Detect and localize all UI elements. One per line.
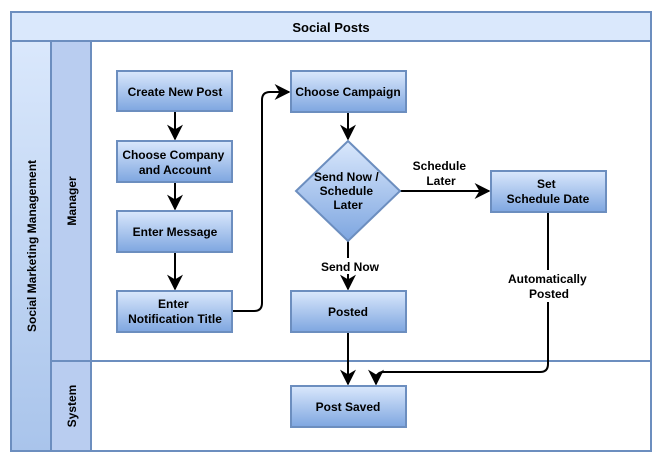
pool-side-column — [10, 40, 52, 452]
lane-system-header — [50, 360, 92, 452]
node-decision-label: Send Now / Schedule Later — [314, 170, 382, 212]
edge-label-auto-posted: Automatically Posted — [508, 272, 590, 301]
node-enter-message-label: Enter Message — [133, 225, 218, 239]
node-post-saved: Post Saved — [290, 385, 407, 428]
edge-setdate-to-saved — [368, 212, 549, 386]
node-enter-title: Enter Notification Title — [116, 290, 233, 333]
lane-system-label: System — [65, 385, 79, 428]
edge-label-schedule-later: Schedule Later — [413, 159, 470, 188]
node-enter-title-label: Enter Notification Title — [128, 297, 222, 326]
edge-title-to-campaign — [232, 84, 291, 312]
edge-label-send-now: Send Now — [321, 260, 380, 274]
node-posted: Posted — [290, 290, 407, 333]
pool-title: Social Posts — [292, 20, 369, 35]
node-create-post: Create New Post — [116, 70, 233, 112]
node-choose-company: Choose Company and Account — [116, 140, 233, 183]
node-set-schedule-date: Set Schedule Date — [490, 170, 607, 213]
edge-label-send-now-bg — [316, 258, 380, 274]
lane-manager-label: Manager — [65, 176, 79, 226]
node-posted-label: Posted — [328, 305, 368, 319]
node-create-post-label: Create New Post — [128, 85, 223, 99]
node-enter-message: Enter Message — [116, 210, 233, 253]
node-post-saved-label: Post Saved — [316, 400, 381, 414]
node-set-schedule-date-label: Set Schedule Date — [507, 177, 590, 206]
edge-label-auto-posted-bg — [506, 270, 592, 302]
node-choose-company-label: Choose Company and Account — [122, 148, 227, 177]
node-decision: Send Now / Schedule Later — [294, 139, 402, 243]
pool-side-label: Social Marketing Management — [25, 160, 39, 332]
node-choose-campaign-label: Choose Campaign — [295, 85, 400, 99]
connectors — [167, 84, 549, 386]
node-choose-campaign: Choose Campaign — [290, 70, 407, 113]
